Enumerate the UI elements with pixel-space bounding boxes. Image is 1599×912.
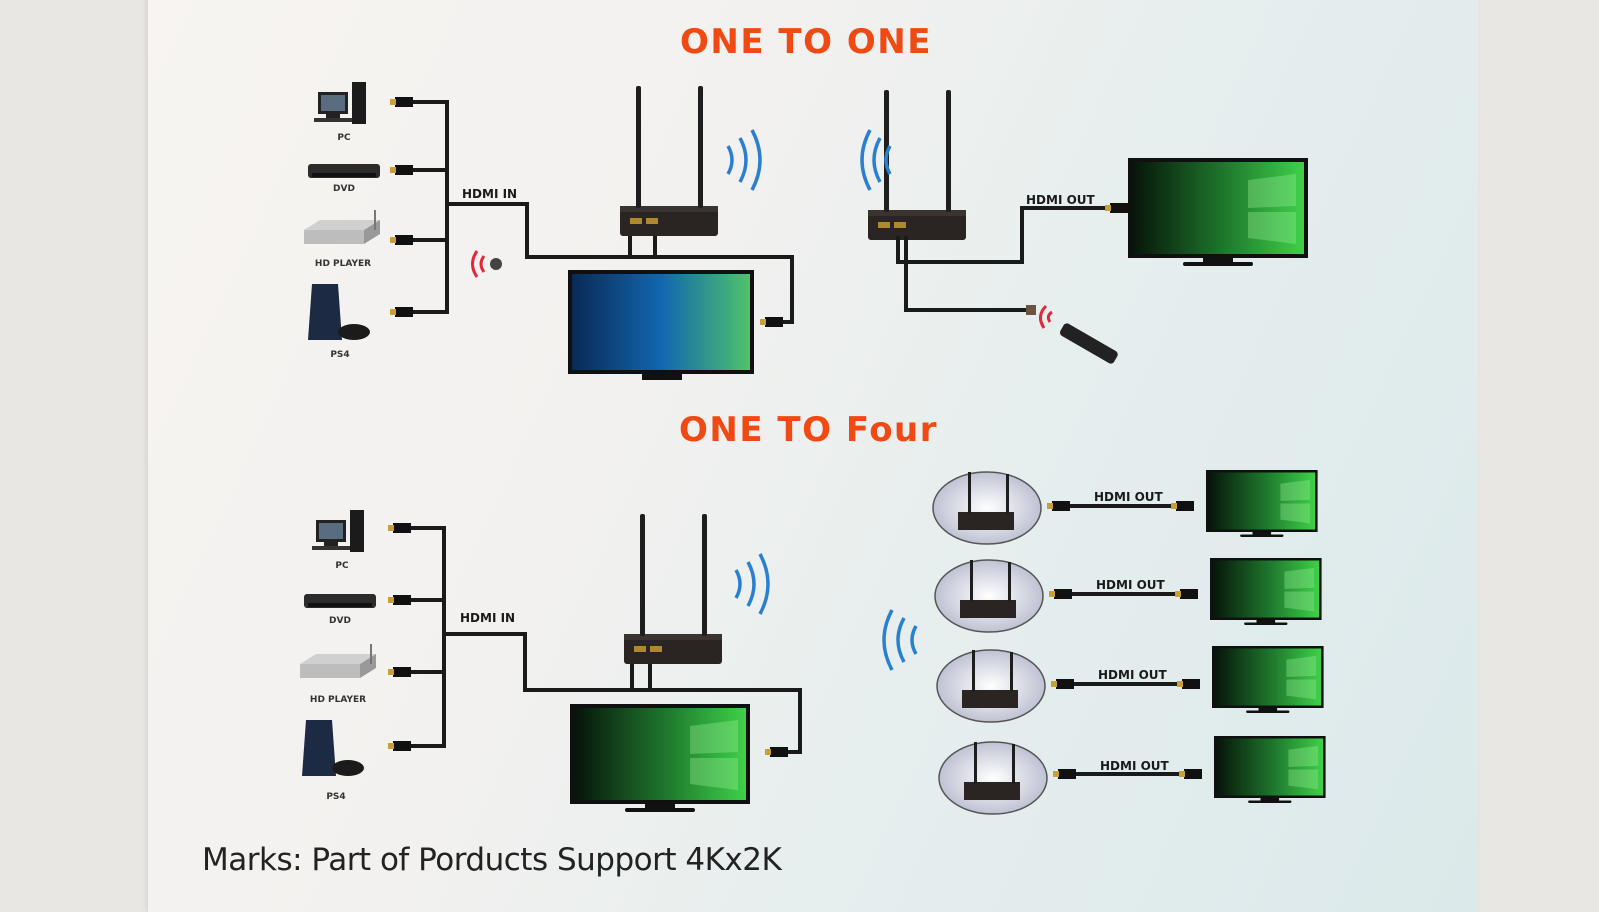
source-label-ps4: PS4 (330, 350, 349, 360)
source-label-ps4: PS4 (326, 792, 345, 802)
ir-extender-icon (1026, 305, 1036, 315)
hdmi-out-label: HDMI OUT (1096, 578, 1166, 592)
local-tv-icon (570, 704, 750, 812)
local-tv-icon (568, 270, 754, 380)
receiver-row-3: HDMI OUT (936, 646, 1324, 723)
hdmi-out-label: HDMI OUT (1100, 759, 1170, 773)
receiver-icon (932, 471, 1042, 545)
transmitter-icon (620, 86, 718, 236)
receiver-cables (896, 206, 1118, 312)
receiver-row-4: HDMI OUT (938, 736, 1326, 815)
dvd-source-icon (308, 164, 380, 178)
ir-receiver-icon (490, 258, 502, 270)
section-one-to-four: PC DVD HD PLAYER PS4 HDMI IN (300, 470, 1326, 815)
section-title-one-to-one: ONE TO ONE (680, 22, 932, 62)
footer-note: Marks: Part of Porducts Support 4Kx2K (202, 842, 782, 878)
pc-source-icon (312, 510, 364, 552)
hd-player-source-icon (304, 210, 380, 244)
source-label-hd-player: HD PLAYER (310, 695, 366, 705)
wireless-signal-icon (726, 129, 762, 191)
hdmi-out-label: HDMI OUT (1094, 490, 1164, 504)
remote-control-icon (1059, 323, 1118, 364)
output-tv-icon (1210, 558, 1322, 625)
ir-signal-icon (471, 250, 486, 278)
source-label-pc: PC (335, 561, 349, 571)
remote-tv-icon (1128, 158, 1308, 266)
receiver-row-2: HDMI OUT (934, 558, 1322, 633)
section-one-to-one: PC DVD HD PLAYER PS4 HDMI IN (304, 82, 1308, 380)
hdmi-in-label: HDMI IN (462, 187, 517, 201)
hdmi-out-label: HDMI OUT (1098, 668, 1168, 682)
hdmi-in-label: HDMI IN (460, 611, 515, 625)
hd-player-source-icon (300, 644, 376, 678)
source-label-dvd: DVD (333, 184, 355, 194)
ps4-source-icon (308, 284, 370, 340)
transmitter-icon (624, 514, 722, 664)
source-label-pc: PC (337, 133, 351, 143)
output-tv-icon (1212, 646, 1324, 713)
source-label-hd-player: HD PLAYER (315, 259, 371, 269)
source-label-dvd: DVD (329, 616, 351, 626)
ir-signal-icon (1039, 304, 1053, 329)
receiver-icon (938, 741, 1048, 815)
source-cables (403, 526, 802, 754)
receiver-icon (936, 649, 1046, 723)
output-tv-icon (1206, 470, 1318, 537)
hdmi-out-label: HDMI OUT (1026, 193, 1096, 207)
receiver-row-1: HDMI OUT (932, 470, 1318, 545)
dvd-source-icon (304, 594, 376, 608)
section-title-one-to-four: ONE TO Four (679, 410, 939, 450)
output-tv-icon (1214, 736, 1326, 803)
wireless-signal-icon (882, 609, 918, 671)
wireless-signal-icon (734, 553, 770, 615)
wireless-signal-icon (860, 129, 892, 191)
ps4-source-icon (302, 720, 364, 776)
receiver-icon (868, 90, 966, 240)
pc-source-icon (314, 82, 366, 124)
receiver-icon (934, 559, 1044, 633)
